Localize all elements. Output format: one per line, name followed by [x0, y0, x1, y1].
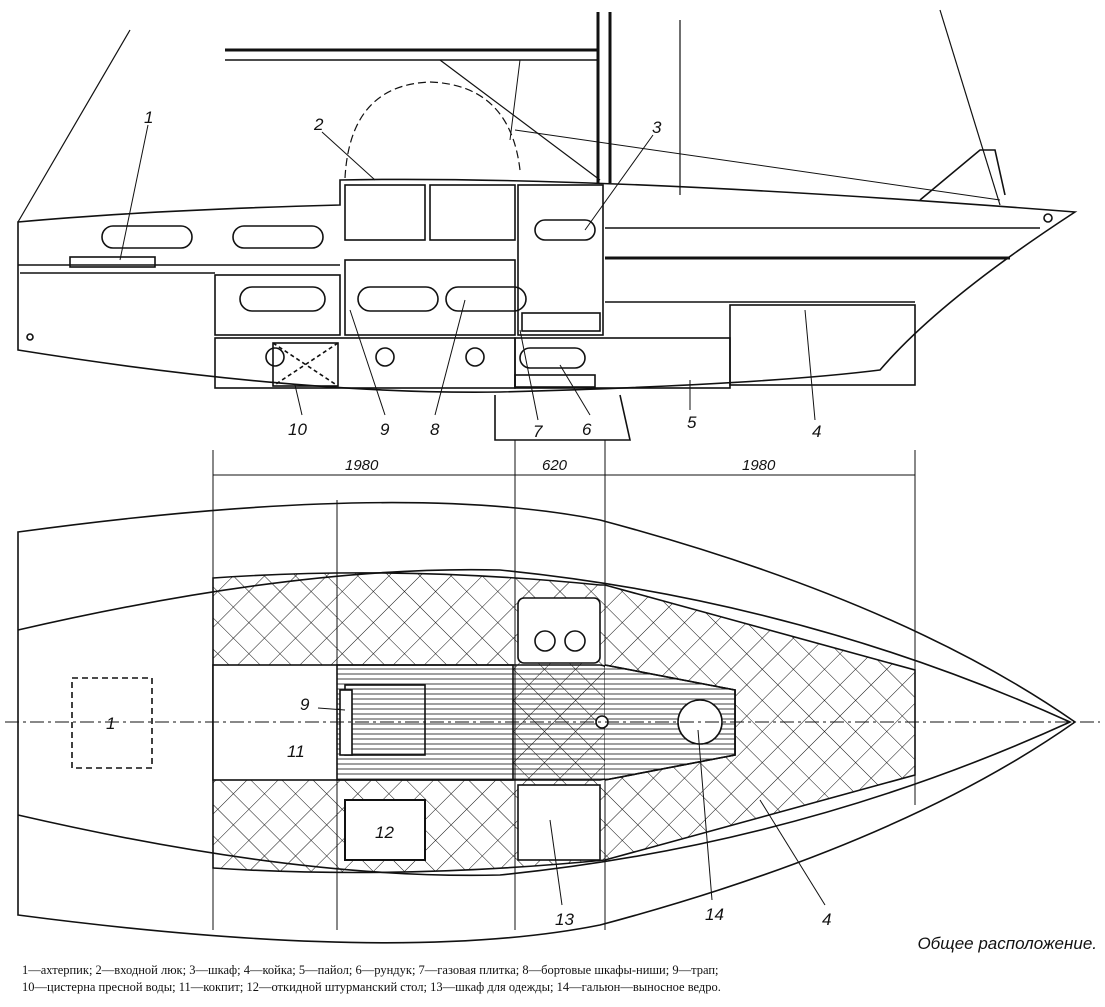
portholes: [101, 219, 596, 369]
legend-line-1: 1—ахтерпик; 2—входной люк; 3—шкаф; 4—кой…: [22, 963, 719, 977]
legend-line-2: 10—цистерна пресной воды; 11—кокпит; 12—…: [22, 980, 721, 994]
plan-label-14: 14: [705, 905, 724, 924]
dimension-620: 620: [542, 457, 568, 474]
dimension-1980-aft: 1980: [345, 457, 379, 474]
side-view: [17, 9, 1078, 441]
keel: [494, 394, 631, 441]
side-label-7: 7: [533, 422, 543, 441]
side-label-3: 3: [652, 118, 662, 137]
side-label-2: 2: [313, 115, 324, 134]
legend: 1—ахтерпик; 2—входной люк; 3—шкаф; 4—кой…: [22, 962, 1102, 996]
side-hull-outline: [17, 178, 1078, 393]
plan-label-1: 1: [106, 714, 115, 733]
side-label-6: 6: [582, 420, 592, 439]
plan-label-12: 12: [375, 823, 394, 842]
plan-label-4: 4: [822, 910, 831, 929]
plan-label-13: 13: [555, 910, 574, 929]
plan-label-11: 11: [287, 742, 305, 761]
plan-label-9: 9: [300, 695, 310, 714]
side-label-8: 8: [430, 420, 440, 439]
side-label-10: 10: [288, 420, 307, 439]
plan-view: [5, 501, 1100, 944]
side-label-5: 5: [687, 413, 697, 432]
side-label-4: 4: [812, 422, 821, 441]
side-label-9: 9: [380, 420, 390, 439]
dimension-1980-fwd: 1980: [742, 457, 776, 474]
side-label-1: 1: [144, 108, 153, 127]
caption-title: Общее расположение.: [917, 934, 1097, 953]
